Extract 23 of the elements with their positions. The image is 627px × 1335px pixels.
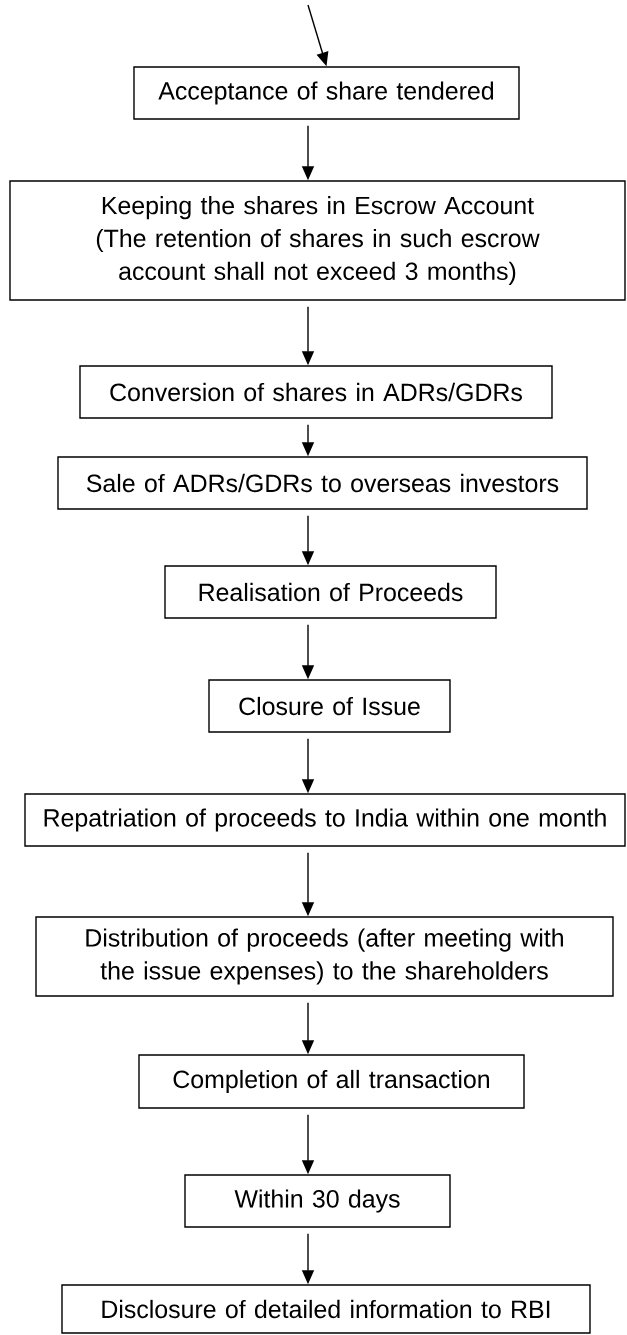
box-text: Within 30 days <box>234 1189 400 1213</box>
box-text: Closure of Issue <box>239 696 420 716</box>
process-box <box>57 456 588 510</box>
process-box <box>138 1054 525 1109</box>
process-box <box>184 1174 451 1228</box>
box-text: Disclosure of detailed information to RBI <box>102 1299 550 1319</box>
box-text: Distribution of proceeds (after meeting with the issue expenses) to the shareholders <box>86 928 563 985</box>
process-box <box>61 1284 591 1334</box>
process-box <box>208 679 451 733</box>
box-text: Acceptance of share tendered <box>158 81 494 105</box>
box-text: Repatriation of proceeds to India within one month <box>44 808 606 832</box>
process-box <box>164 565 497 619</box>
box-text: Completion of all transaction <box>173 1069 489 1094</box>
process-box <box>133 66 520 120</box>
process-box <box>35 916 614 997</box>
process-box <box>9 180 626 301</box>
box-text: (The retention of shares in such escrow account shall not exceed 3 months) <box>96 228 540 285</box>
process-box <box>79 365 553 419</box>
box-text: Keeping the shares in Escrow Account <box>102 196 534 220</box>
box-text: Realisation of Proceeds <box>199 582 463 602</box>
box-text: Conversion of shares in ADRs/GDRs <box>110 382 522 402</box>
process-box <box>24 793 626 847</box>
box-text: Sale of ADRs/GDRs to overseas investors <box>86 473 559 493</box>
